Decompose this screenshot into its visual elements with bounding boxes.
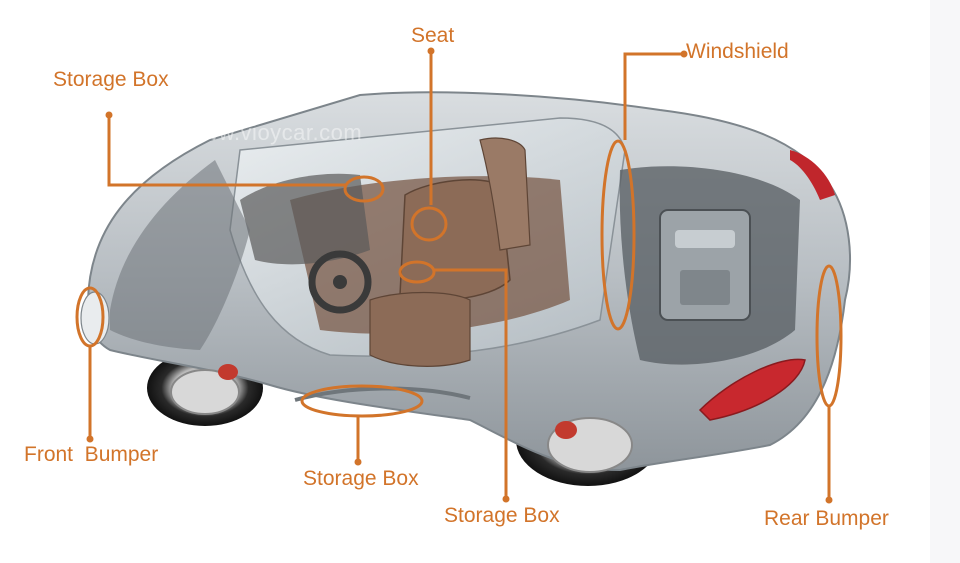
dashboard	[240, 173, 370, 265]
leader-storage-box-top	[107, 117, 345, 187]
engine-intake	[675, 230, 735, 248]
label-seat: Seat	[411, 24, 455, 47]
rear-brake-caliper	[555, 421, 577, 439]
rear-spoiler-light	[790, 150, 835, 200]
steering-wheel	[308, 250, 372, 314]
label-front-bumper: Front Bumper	[24, 443, 159, 466]
label-storage-box-middle: Storage Box	[444, 504, 560, 527]
label-windshield: Windshield	[686, 40, 789, 63]
front-rim	[170, 369, 240, 415]
dot-storage-box-middle	[502, 495, 510, 503]
callout-layer	[75, 52, 843, 498]
marker-windshield	[600, 139, 636, 331]
dot-storage-box-top	[105, 111, 113, 119]
engine-radiator	[680, 270, 730, 305]
page-edge-strip	[930, 0, 960, 563]
steering-hub	[333, 275, 347, 289]
marker-storage-box-top	[343, 175, 385, 203]
callout-dots	[86, 47, 833, 504]
watermark-text: www.vioycar.com	[186, 120, 363, 145]
marker-storage-box-middle	[398, 260, 436, 284]
dot-front-bumper	[86, 435, 94, 443]
label-storage-box-bottom: Storage Box	[303, 467, 419, 490]
front-brake-caliper	[218, 364, 238, 380]
marker-storage-box-bottom	[300, 384, 424, 418]
label-storage-box-top: Storage Box	[53, 68, 169, 91]
dot-rear-bumper	[825, 496, 833, 504]
dot-seat	[427, 47, 435, 55]
leader-windshield	[623, 52, 684, 140]
rear-seat-shape	[369, 291, 471, 367]
label-rear-bumper: Rear Bumper	[764, 507, 889, 530]
headlight	[80, 291, 110, 345]
front-compartment	[110, 160, 250, 350]
passenger-seat-shape	[479, 137, 531, 251]
dot-windshield	[680, 50, 688, 58]
dot-storage-box-bottom	[354, 458, 362, 466]
leader-storage-box-middle	[434, 268, 508, 497]
marker-seat	[410, 206, 448, 242]
tail-light	[698, 358, 806, 421]
